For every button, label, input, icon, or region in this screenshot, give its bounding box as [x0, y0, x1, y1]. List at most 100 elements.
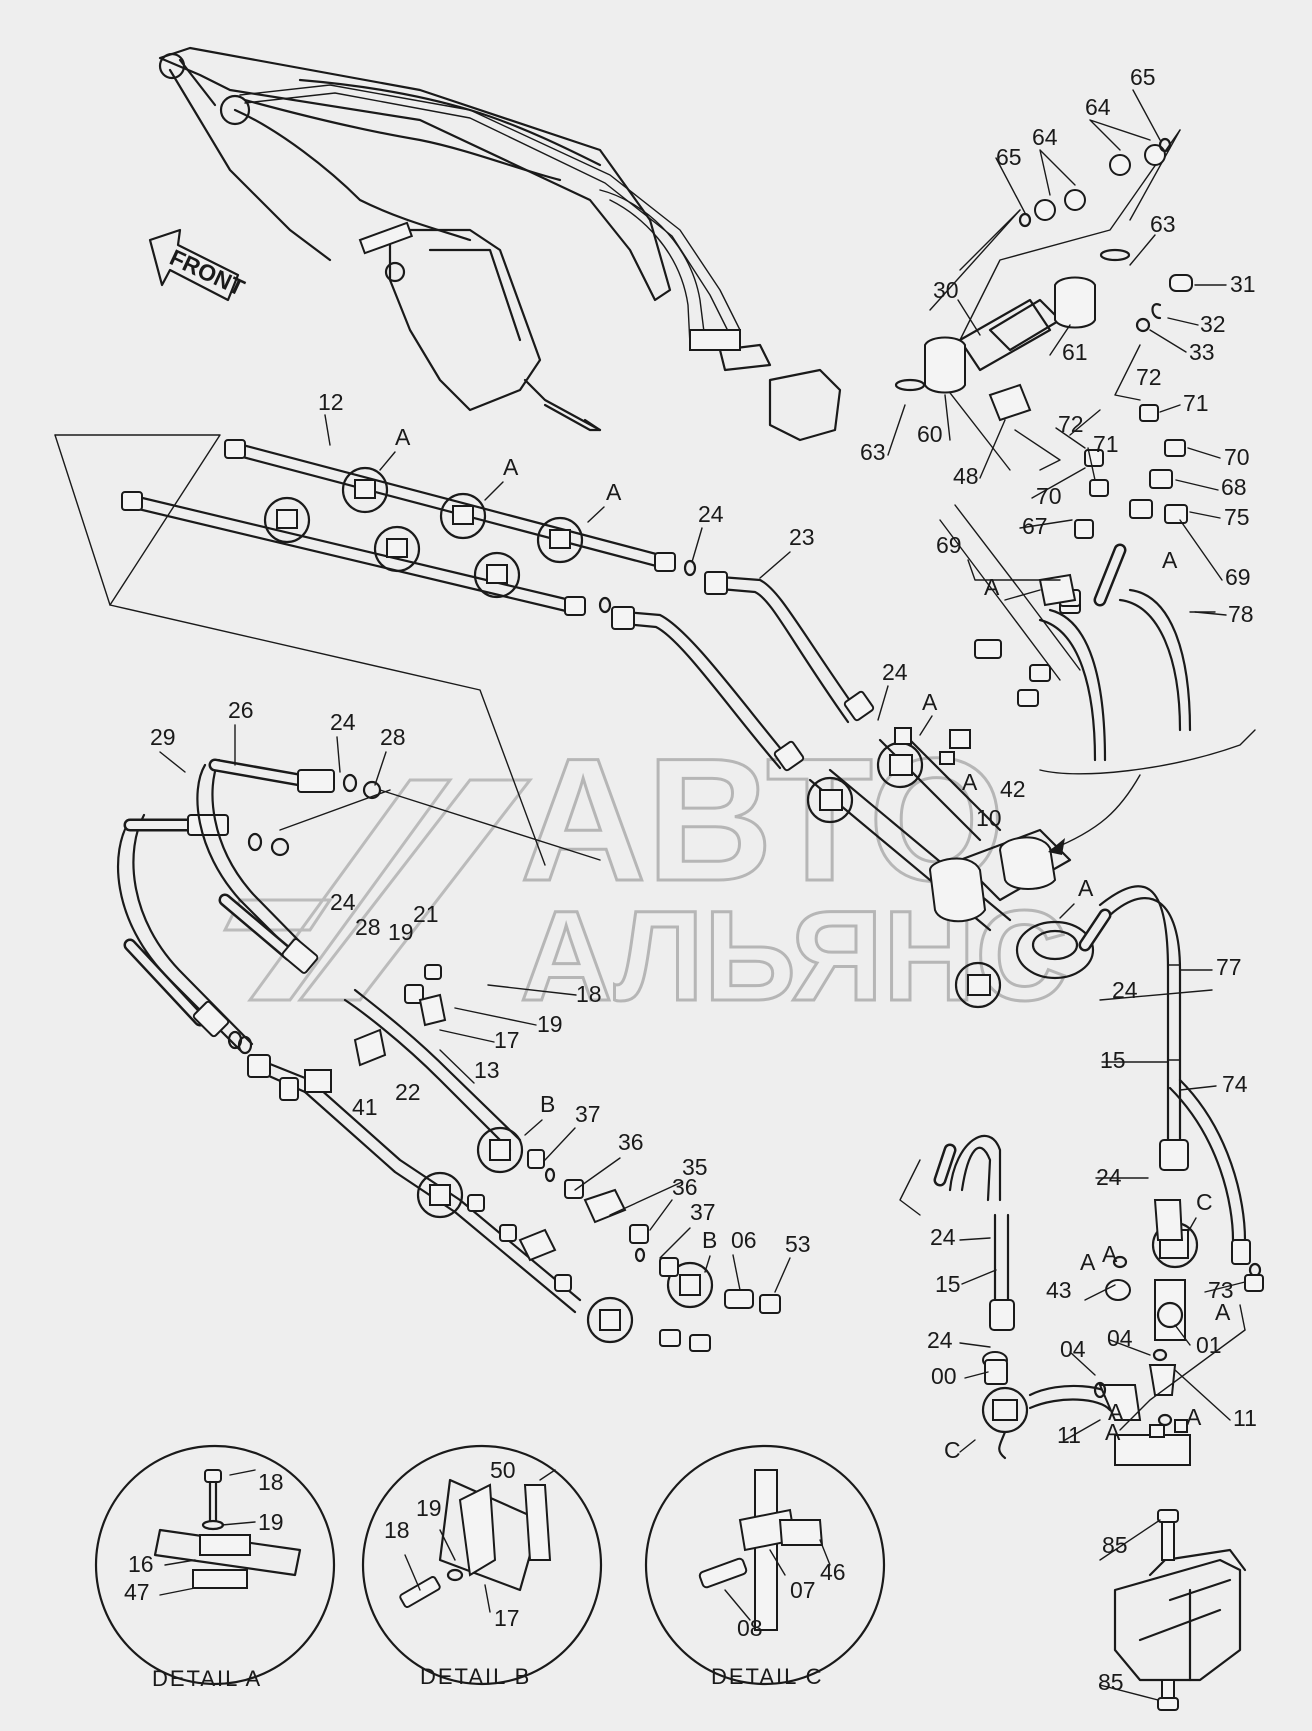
label-24f: 24	[1096, 1164, 1122, 1190]
watermark-logo	[222, 778, 534, 1002]
label-18: 18	[576, 981, 602, 1007]
detail-b	[361, 1444, 603, 1686]
detail-b-label-50: 50	[490, 1457, 516, 1483]
pipe-group-outline	[54, 434, 546, 866]
reference-letters: A A A A A A A A A A A A A A B B C C	[379, 424, 1231, 1463]
label-12: 12	[318, 389, 344, 415]
ref-a13: A	[1108, 1399, 1124, 1425]
label-72b: 72	[1058, 411, 1084, 437]
detail-b-caption: DETAIL B	[420, 1664, 531, 1689]
pipe-23	[611, 571, 875, 772]
ref-a11: A	[1105, 1419, 1121, 1445]
label-41: 41	[352, 1094, 378, 1120]
label-65b: 65	[1130, 64, 1156, 90]
label-36b: 36	[672, 1174, 698, 1200]
hose-29	[116, 813, 254, 1055]
label-28a: 28	[380, 724, 406, 750]
detail-a-label-19: 19	[258, 1509, 284, 1535]
label-28b: 28	[355, 914, 381, 940]
label-68: 68	[1221, 474, 1247, 500]
label-61: 61	[1062, 339, 1088, 365]
label-24c: 24	[330, 709, 356, 735]
pipe-12	[121, 439, 697, 616]
label-42: 42	[1000, 776, 1026, 802]
ref-a2: A	[503, 454, 519, 480]
label-33: 33	[1189, 339, 1215, 365]
label-60: 60	[917, 421, 943, 447]
detail-b-label-19: 19	[416, 1495, 442, 1521]
label-36a: 36	[618, 1129, 644, 1155]
label-75: 75	[1224, 504, 1250, 530]
detail-a-caption: DETAIL A	[152, 1666, 262, 1691]
ref-a8: A	[1162, 547, 1178, 573]
control-valve-block	[1113, 1509, 1247, 1711]
label-72a: 72	[1136, 364, 1162, 390]
detail-a-label-18: 18	[258, 1469, 284, 1495]
label-35: 35	[682, 1154, 708, 1180]
part-labels: 12 23 24 24 24 24 24 24 24 24 26 28 28 2…	[124, 64, 1257, 1695]
ref-a9: A	[1080, 1249, 1096, 1275]
label-04a: 04	[1060, 1336, 1086, 1362]
label-24d: 24	[330, 889, 356, 915]
hose-78	[939, 504, 1216, 762]
small-fittings	[353, 964, 781, 1352]
label-11a: 11	[1057, 1422, 1081, 1448]
ref-a5: A	[962, 769, 978, 795]
label-43: 43	[1046, 1277, 1072, 1303]
label-11b: 11	[1233, 1405, 1257, 1431]
label-71b: 71	[1093, 431, 1119, 457]
detail-a-label-47: 47	[124, 1579, 150, 1605]
right-lower-fittings	[981, 1199, 1264, 1466]
label-21: 21	[413, 901, 439, 927]
label-19a: 19	[388, 919, 414, 945]
label-06: 06	[731, 1227, 757, 1253]
detail-c-label-07: 07	[790, 1577, 816, 1603]
detail-c-caption: DETAIL C	[711, 1664, 824, 1689]
label-71a: 71	[1183, 390, 1209, 416]
label-70b: 70	[1036, 483, 1062, 509]
ref-a4: A	[922, 689, 938, 715]
front-arrow-indicator: FRONT	[148, 228, 249, 302]
label-64a: 64	[1032, 124, 1058, 150]
label-63b: 63	[860, 439, 886, 465]
label-70a: 70	[1224, 444, 1250, 470]
label-19b: 19	[537, 1011, 563, 1037]
label-74: 74	[1222, 1071, 1248, 1097]
label-24h: 24	[927, 1327, 953, 1353]
label-69b: 69	[1225, 564, 1251, 590]
ref-b1: B	[540, 1091, 555, 1117]
label-10: 10	[976, 805, 1002, 831]
detail-c-label-46: 46	[820, 1559, 846, 1585]
leader-arrow	[1039, 729, 1256, 855]
label-00: 00	[931, 1363, 957, 1389]
detail-a-label-16: 16	[128, 1551, 154, 1577]
detail-b-label-18: 18	[384, 1517, 410, 1543]
divider-line	[279, 789, 601, 861]
label-24b: 24	[882, 659, 908, 685]
detail-b-label-17: 17	[494, 1605, 520, 1631]
label-53: 53	[785, 1231, 811, 1257]
center-valve-assembly	[806, 727, 1095, 1009]
ref-a1: A	[395, 424, 411, 450]
label-26: 26	[228, 697, 254, 723]
label-15a: 15	[1100, 1047, 1126, 1073]
label-01: 01	[1196, 1332, 1222, 1358]
label-78: 78	[1228, 601, 1254, 627]
label-30: 30	[933, 277, 959, 303]
hose-77	[1078, 885, 1189, 1171]
detail-c	[644, 1444, 886, 1686]
label-37b: 37	[690, 1199, 716, 1225]
label-48: 48	[953, 463, 979, 489]
hose-26	[196, 758, 382, 974]
label-85b: 85	[1098, 1669, 1124, 1695]
label-13: 13	[474, 1057, 500, 1083]
ref-a10: A	[1215, 1299, 1231, 1325]
label-29: 29	[150, 724, 176, 750]
label-32: 32	[1200, 311, 1226, 337]
ref-a14: A	[1102, 1241, 1118, 1267]
label-77: 77	[1216, 954, 1242, 980]
label-31: 31	[1230, 271, 1256, 297]
label-15b: 15	[935, 1271, 961, 1297]
